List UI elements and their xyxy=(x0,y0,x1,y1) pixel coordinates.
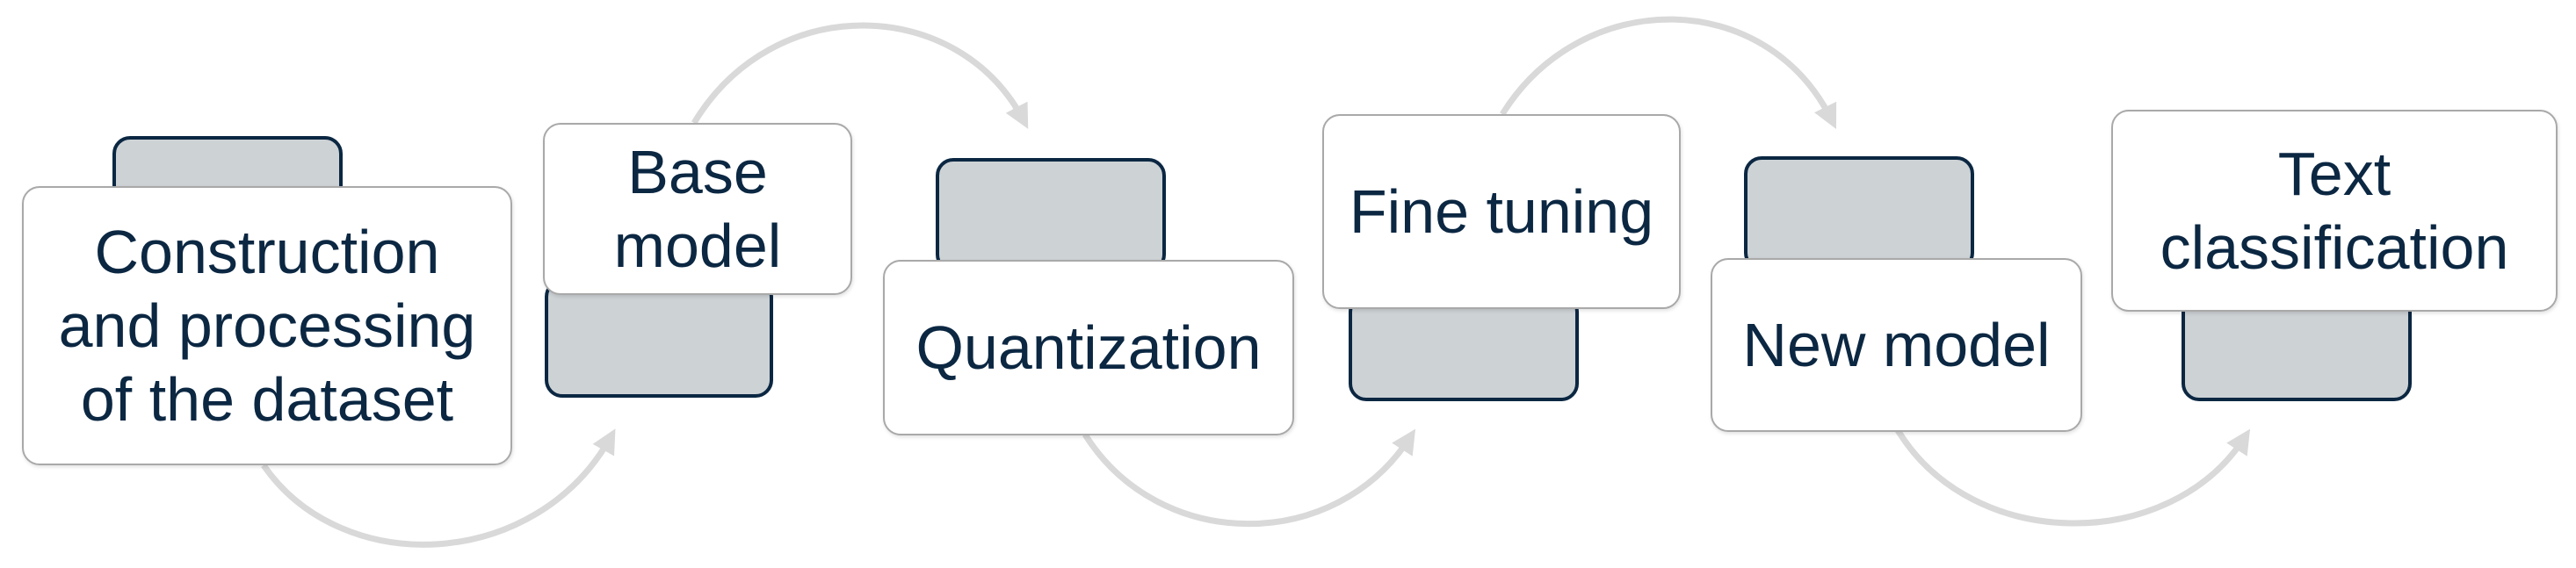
step-1-label: Construction and processing of the datas… xyxy=(58,218,476,434)
step-4-tab xyxy=(1349,294,1579,401)
arrow-3-4 xyxy=(1082,428,1416,527)
step-4-card: Fine tuning xyxy=(1322,114,1681,309)
step-6-card: Text classification xyxy=(2111,110,2558,312)
arrow-1-2 xyxy=(261,428,616,548)
step-3-tab xyxy=(936,158,1166,272)
arrow-5-6 xyxy=(1895,428,2251,527)
step-1-card: Construction and processing of the datas… xyxy=(22,186,512,465)
step-5-tab xyxy=(1744,156,1974,270)
step-2-card: Base model xyxy=(543,123,852,295)
step-5-card: New model xyxy=(1711,258,2082,432)
step-6-label: Text classification xyxy=(2160,140,2509,282)
step-2-tab xyxy=(545,279,773,398)
step-4-label: Fine tuning xyxy=(1349,177,1654,246)
step-5-label: New model xyxy=(1742,311,2051,379)
step-6-tab xyxy=(2182,294,2412,401)
step-3-label: Quantization xyxy=(915,313,1262,382)
arrow-2-3 xyxy=(691,22,1029,129)
arrow-4-5 xyxy=(1500,16,1837,130)
step-3-card: Quantization xyxy=(883,260,1294,435)
step-2-label: Base model xyxy=(613,138,782,280)
